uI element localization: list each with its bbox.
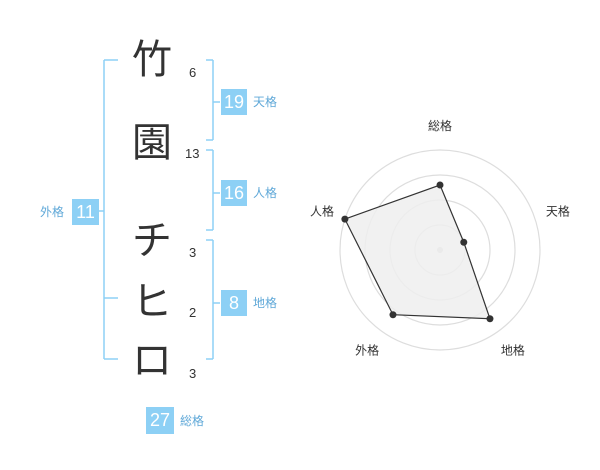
name-char-2: 園 bbox=[132, 120, 172, 166]
soukaku-label: 総格 bbox=[180, 414, 205, 428]
chikaku-badge: 8 bbox=[221, 290, 247, 316]
name-char-1: 竹 bbox=[132, 37, 172, 83]
stroke-count-1: 6 bbox=[189, 65, 197, 80]
radar-area bbox=[344, 184, 491, 320]
radar-point-5 bbox=[341, 215, 349, 223]
radar-axis-label: 総格 bbox=[428, 118, 452, 133]
chikaku-label: 地格 bbox=[253, 296, 278, 310]
gaikaku-label: 外格 bbox=[40, 205, 65, 219]
radar-axis-label: 天格 bbox=[546, 204, 570, 219]
radar-point-1 bbox=[436, 181, 444, 189]
radar-axis-label: 外格 bbox=[355, 342, 379, 357]
jinkaku-label: 人格 bbox=[253, 186, 278, 200]
name-char-5: ロ bbox=[132, 338, 172, 384]
radar-point-3 bbox=[486, 315, 494, 323]
tenkaku-badge: 19 bbox=[221, 89, 247, 115]
radar-point-2 bbox=[460, 238, 468, 246]
jinkaku-badge: 16 bbox=[221, 180, 247, 206]
radar-point-4 bbox=[389, 311, 397, 319]
soukaku-badge: 27 bbox=[146, 407, 174, 434]
radar-grid-ring bbox=[339, 149, 541, 351]
stroke-count-4: 2 bbox=[189, 305, 197, 320]
stroke-count-3: 3 bbox=[189, 245, 197, 260]
stroke-count-2: 13 bbox=[185, 146, 200, 161]
radar-axis-label: 人格 bbox=[310, 204, 334, 219]
stroke-count-5: 3 bbox=[189, 366, 197, 381]
name-char-3: チ bbox=[132, 218, 172, 264]
tenkaku-label: 天格 bbox=[253, 95, 278, 109]
radar-axis-label: 地格 bbox=[501, 342, 525, 357]
gaikaku-badge: 11 bbox=[72, 199, 99, 225]
name-char-4: ヒ bbox=[132, 279, 172, 325]
